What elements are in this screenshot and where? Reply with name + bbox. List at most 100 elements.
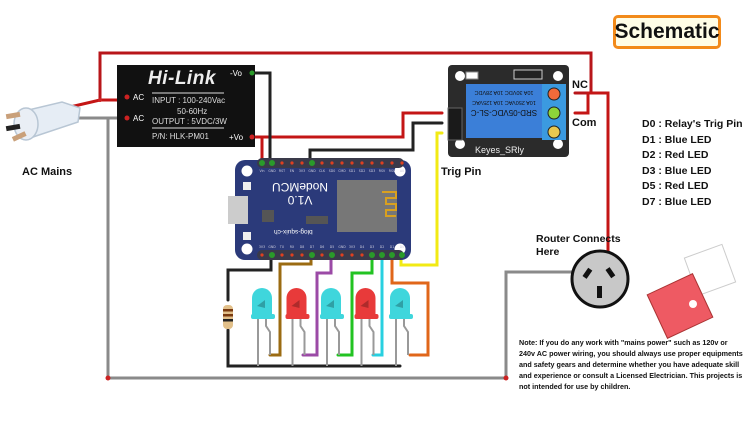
hilink-specs: INPUT : 100-240Vac 50-60Hz OUTPUT : 5VDC…	[152, 96, 227, 128]
legend-item: D2 : Red LED	[642, 149, 709, 161]
pin-a0	[400, 161, 404, 165]
pin-label: RSV	[389, 169, 396, 173]
trig-wire	[399, 131, 444, 267]
hilink-pin-ac2: AC	[133, 114, 145, 123]
neutral-wire	[68, 116, 600, 380]
trig-pin-label: Trig Pin	[441, 166, 482, 178]
pin-label: RX	[290, 245, 295, 249]
pin-label: TX	[279, 245, 285, 249]
led-red-d5	[285, 288, 310, 366]
junction-dots	[98, 98, 509, 381]
schematic-title-badge: Schematic	[613, 15, 721, 49]
relay-rating2: 10A 30VDC 10A 28VDC	[474, 89, 534, 95]
pin-vin	[259, 160, 265, 166]
pin-d4	[360, 253, 364, 257]
pin-legend: D0 : Relay's Trig Pin D1 : Blue LED D2 :…	[642, 117, 743, 210]
nodemcu-label-block: V1.0 NodeMCU	[272, 180, 329, 207]
pin-3v3	[350, 253, 354, 257]
terminal-nc	[547, 87, 561, 101]
pin-label: 3V3	[259, 245, 265, 249]
schematic-title: Schematic	[614, 20, 720, 43]
d2-wire	[371, 253, 384, 357]
hilink-brand: Hi-Link	[148, 68, 216, 89]
terminal-no	[547, 125, 561, 139]
hilink-output: OUTPUT : 5VDC/3W	[152, 117, 227, 126]
router-label-line1: Router Connects	[536, 233, 621, 245]
pin-label: D3	[370, 245, 374, 249]
led-red-d2	[354, 288, 379, 366]
pin-d0	[399, 252, 405, 258]
pin-vpos	[249, 134, 255, 140]
pin-3v3	[300, 161, 304, 165]
pin-label: D5	[330, 245, 334, 249]
led-blue-d1	[389, 288, 413, 366]
led-group	[251, 288, 413, 366]
relay-rating1: 10A 250VAC 10A 125VAC	[472, 99, 536, 105]
pin-label: SD3	[369, 169, 376, 173]
hilink-freq: 50-60Hz	[177, 106, 208, 116]
pin-label: 3V3	[349, 245, 355, 249]
pin-vneg	[249, 70, 255, 76]
pin-d5	[329, 252, 335, 258]
pin-label: CLK	[319, 169, 326, 173]
hilink-module	[117, 65, 255, 147]
pin-gnd	[340, 253, 344, 257]
ac-plug-icon	[5, 101, 81, 142]
nodemcu-name: NodeMCU	[272, 180, 329, 194]
safety-note: Note: If you do any work with "mains pow…	[519, 337, 745, 392]
pin-rsv	[380, 161, 384, 165]
hilink-pin-vpos: +Vo	[229, 133, 244, 142]
pin-tx	[280, 253, 284, 257]
ac-mains-label: AC Mains	[22, 166, 73, 178]
nc-label: NC	[572, 79, 588, 91]
pin-gnd	[269, 252, 275, 258]
resistor	[223, 305, 233, 329]
pin-label: D4	[360, 245, 364, 249]
note-lead: Note	[519, 338, 535, 347]
legend-item: D3 : Blue LED	[642, 164, 712, 177]
pin-label: D2	[380, 245, 384, 249]
pin-label: D0	[400, 245, 404, 249]
pin-ac1	[124, 94, 130, 100]
pin-d1	[389, 252, 395, 258]
pin-en	[290, 161, 294, 165]
note-text: : If you do any work with "mains power" …	[519, 338, 743, 391]
gnd-led-wire-bottom	[226, 328, 402, 368]
pin-label: D6	[320, 245, 324, 249]
led-blue-d7	[251, 288, 275, 366]
relay-model: SRD-05VDC-SL-C	[470, 108, 538, 117]
legend-item: D5 : Red LED	[642, 180, 709, 192]
com-wire	[573, 91, 610, 270]
pin-label: D8	[300, 245, 304, 249]
pin-d2	[379, 252, 385, 258]
pin-label: GND	[268, 245, 276, 249]
pin-label: RST	[279, 169, 285, 173]
hilink-input: INPUT : 100-240Vac	[152, 96, 226, 105]
pin-sd1	[350, 161, 354, 165]
vcc-relay-wire	[260, 111, 444, 139]
pin-clk	[320, 161, 324, 165]
pin-cmd	[340, 161, 344, 165]
d7-wire	[268, 253, 313, 357]
d1-wire	[390, 253, 430, 357]
pin-d3	[369, 252, 375, 258]
router-socket-icon	[570, 249, 630, 309]
com-label: Com	[572, 117, 597, 129]
pin-rx	[290, 253, 294, 257]
pin-label: CMD	[338, 169, 346, 173]
pin-rst	[280, 161, 284, 165]
gnd-led-wire	[226, 253, 273, 302]
d3-wire	[336, 253, 374, 357]
router-label: Router Connects Here	[536, 233, 621, 259]
legend-item: D1 : Blue LED	[642, 133, 712, 146]
pin-sd0	[330, 161, 334, 165]
router-label-line2: Here	[536, 246, 560, 258]
relay-module	[447, 65, 569, 157]
pin-label: SD2	[359, 169, 366, 173]
nodemcu-site: blog-squix-ch	[274, 228, 313, 235]
pin-gnd	[269, 160, 275, 166]
legend-item: D7 : Blue LED	[642, 195, 712, 208]
